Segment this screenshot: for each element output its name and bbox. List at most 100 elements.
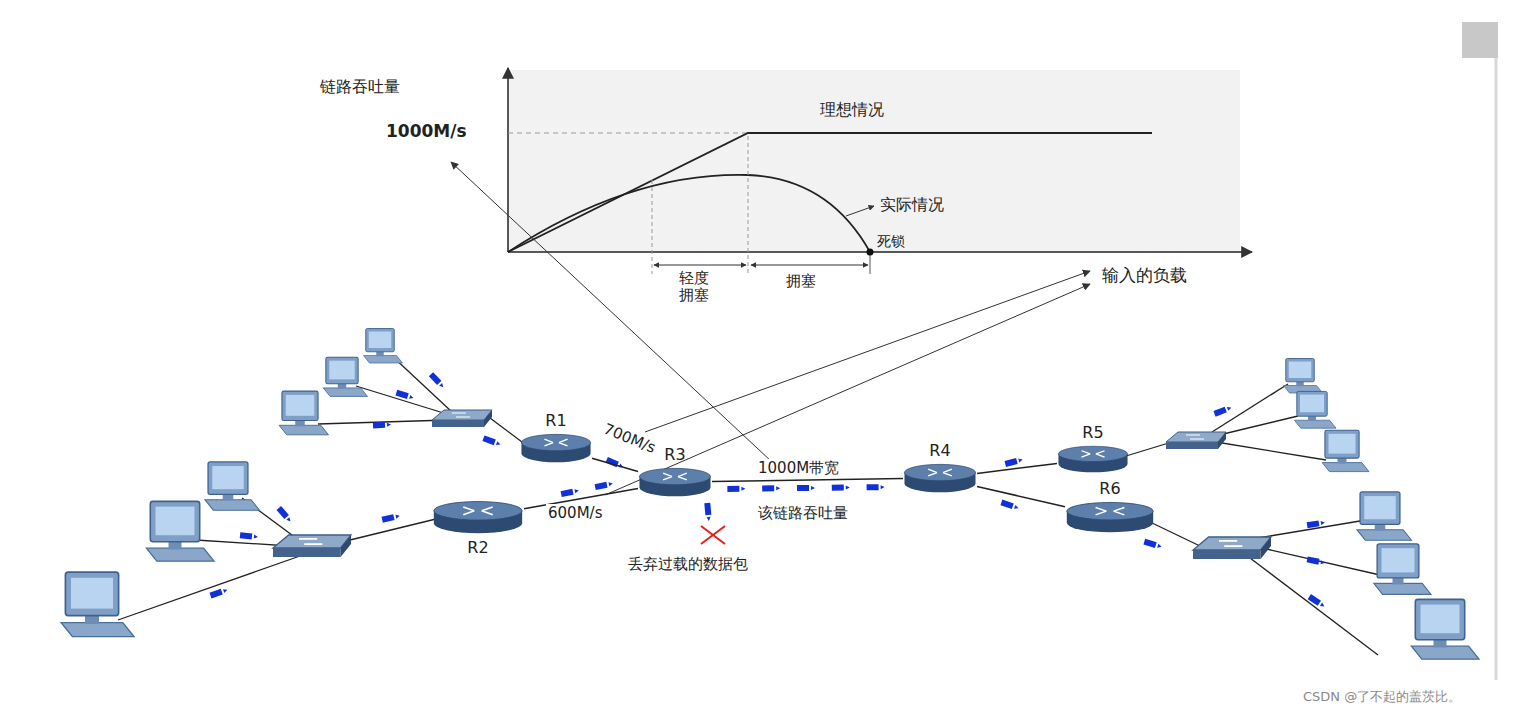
computer-icon — [205, 462, 260, 510]
packet — [209, 587, 228, 599]
shape — [429, 372, 442, 385]
drop-note: 丢弃过载的数据包 — [626, 556, 750, 573]
shape — [1338, 458, 1347, 463]
wire — [118, 556, 300, 620]
shape — [1261, 537, 1271, 559]
shape — [1289, 362, 1312, 379]
router-top — [1058, 446, 1127, 461]
shape — [1320, 603, 1326, 609]
deadlock-dot — [867, 249, 874, 256]
shape — [707, 517, 711, 521]
shape — [71, 578, 113, 609]
router-arrows — [463, 507, 492, 515]
router-arrows — [1081, 451, 1104, 457]
shape — [209, 589, 222, 599]
shape — [382, 514, 395, 522]
shape — [432, 420, 484, 427]
axis-title: 链路吞吐量 — [320, 78, 400, 96]
wire — [356, 386, 450, 415]
shape — [1360, 492, 1400, 525]
computer-icon — [61, 572, 134, 636]
shape — [1325, 430, 1359, 458]
router-name: R1 — [545, 411, 566, 430]
computer-icon — [323, 357, 367, 396]
shape — [832, 485, 844, 491]
shape — [223, 494, 234, 500]
wire — [1126, 442, 1172, 456]
drop-mark — [701, 526, 725, 544]
chart — [508, 68, 1252, 274]
shape — [1166, 442, 1218, 449]
shape — [1218, 432, 1226, 449]
shape — [1227, 406, 1232, 411]
switch-icon — [1193, 537, 1271, 559]
shape — [1294, 420, 1336, 428]
packet — [373, 421, 391, 428]
router-icon — [638, 467, 712, 497]
shape — [1415, 599, 1464, 639]
packet — [1000, 500, 1019, 511]
shape — [867, 484, 879, 490]
switch-icon — [432, 410, 492, 427]
packet — [1005, 457, 1024, 467]
router-icon — [903, 463, 977, 493]
shape — [1382, 548, 1415, 572]
packet — [727, 486, 745, 492]
wire — [1216, 442, 1326, 460]
shape — [608, 482, 613, 487]
shape — [273, 535, 351, 548]
shape — [223, 588, 228, 593]
router-name: R4 — [929, 441, 950, 460]
shape — [1193, 537, 1271, 550]
shape — [1393, 578, 1404, 585]
packet — [797, 485, 815, 491]
shape — [338, 384, 347, 389]
range-label: 拥塞 — [786, 273, 816, 290]
computer-icon — [364, 329, 403, 364]
router-name: R5 — [1082, 423, 1103, 442]
shape — [1308, 594, 1321, 606]
wire — [1150, 522, 1200, 546]
shape — [395, 514, 400, 519]
router-arrows — [928, 469, 952, 476]
region-line — [652, 180, 653, 274]
packet — [429, 372, 446, 389]
packet — [1307, 556, 1326, 565]
computer-icon — [1284, 359, 1323, 394]
shape — [1213, 407, 1226, 417]
shape — [326, 357, 358, 383]
shape — [595, 482, 608, 490]
shape — [1308, 416, 1316, 421]
curve-label: 实际情况 — [880, 196, 944, 214]
shape — [797, 485, 809, 491]
range-label: 轻度 拥塞 — [677, 270, 711, 303]
packet — [240, 532, 259, 540]
shape — [1374, 583, 1431, 594]
shape — [1320, 560, 1325, 565]
shape — [295, 421, 305, 427]
shape — [1000, 500, 1013, 509]
router-top — [904, 464, 975, 480]
computer-icon — [1322, 430, 1369, 471]
axis-title: 输入的负载 — [1102, 266, 1187, 286]
shape — [1143, 539, 1156, 548]
shape — [409, 395, 414, 400]
computer-icon — [1374, 544, 1431, 595]
region-line — [748, 136, 749, 274]
shape — [776, 486, 780, 490]
router: R2 — [432, 500, 524, 534]
shape — [1193, 550, 1261, 559]
shape — [1307, 520, 1320, 528]
computer-icon — [279, 391, 328, 435]
shape — [169, 542, 182, 550]
wire — [1258, 520, 1366, 538]
shape — [208, 462, 248, 495]
shape — [574, 489, 579, 494]
shape — [366, 329, 395, 352]
shape — [369, 332, 392, 349]
shape — [1307, 556, 1320, 564]
shape — [1296, 382, 1304, 387]
shape — [1014, 505, 1019, 510]
wire — [350, 518, 440, 540]
